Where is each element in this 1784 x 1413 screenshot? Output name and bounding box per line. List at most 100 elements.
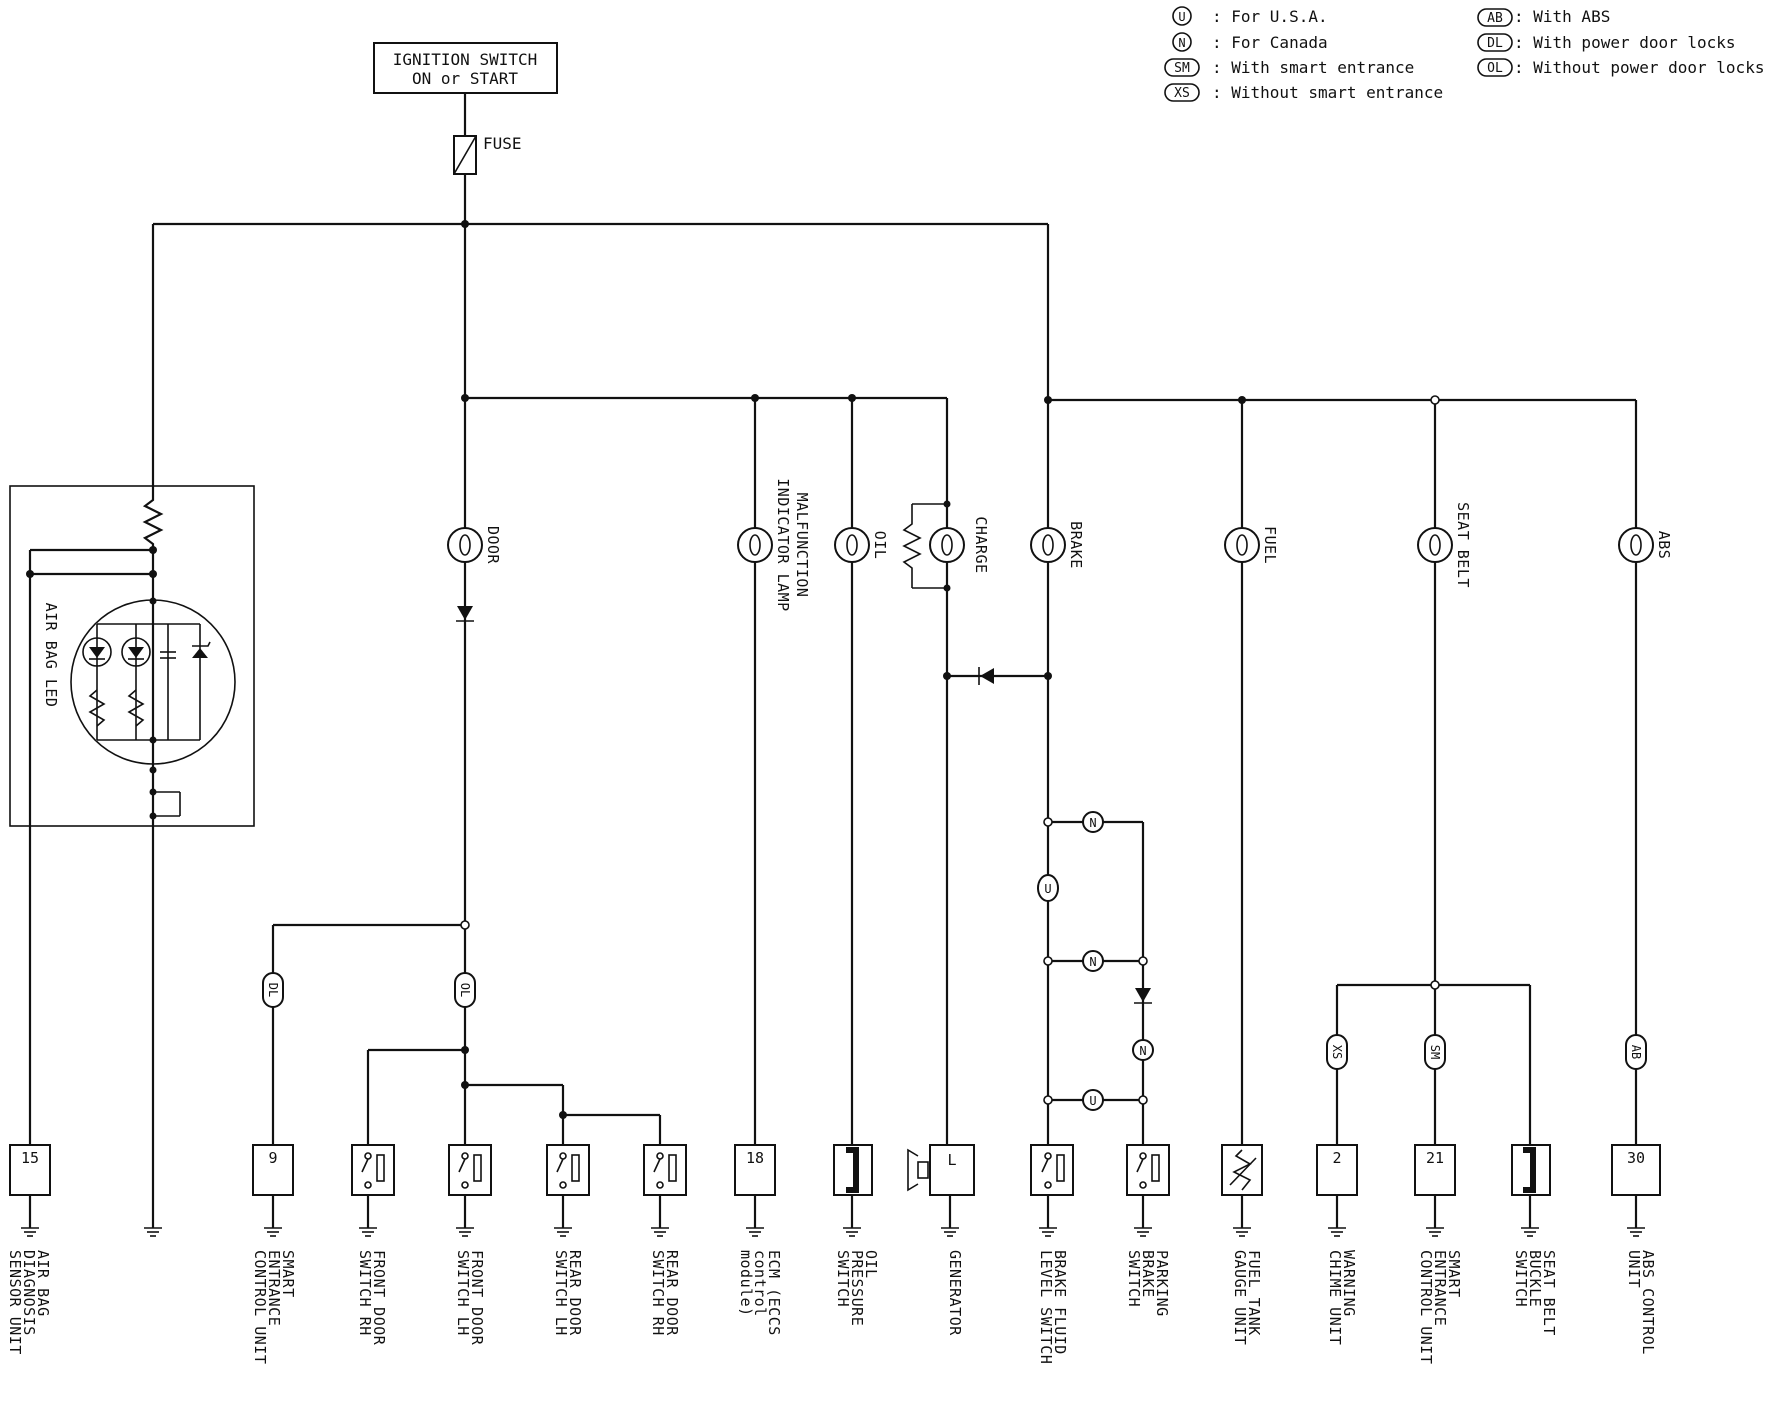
ground-icon bbox=[651, 1195, 669, 1237]
svg-text:INDICATOR LAMP: INDICATOR LAMP bbox=[774, 478, 792, 611]
lamp-oil: OIL bbox=[834, 527, 889, 563]
legend-item-ab: AB : With ABS bbox=[1477, 7, 1610, 27]
svg-text:FUEL: FUEL bbox=[1261, 526, 1279, 564]
svg-text:GENERATOR: GENERATOR bbox=[946, 1250, 964, 1336]
ignition-switch: IGNITION SWITCH ON or START bbox=[373, 42, 558, 94]
ground-symbols bbox=[21, 1195, 1645, 1237]
legend-item-u: U : For U.S.A. bbox=[1172, 6, 1328, 26]
legend: U : For U.S.A. N : For Canada SM : With … bbox=[1164, 6, 1764, 102]
airbag-led-label: AIR BAG LED bbox=[42, 603, 60, 708]
ground-icon bbox=[21, 1195, 39, 1237]
ground-icon bbox=[554, 1195, 572, 1237]
marker-sm: SM bbox=[1424, 1034, 1446, 1070]
svg-text:OIL: OIL bbox=[871, 531, 889, 560]
svg-text:MALFUNCTION: MALFUNCTION bbox=[793, 493, 811, 598]
svg-text:CONTROL UNIT: CONTROL UNIT bbox=[251, 1250, 269, 1364]
svg-text:CONTROL UNIT: CONTROL UNIT bbox=[1417, 1250, 1435, 1364]
ground-icon bbox=[1328, 1195, 1346, 1237]
svg-text:ENTRANCE: ENTRANCE bbox=[1431, 1250, 1449, 1326]
ground-icon bbox=[144, 1225, 162, 1237]
brake-fluid-level-switch bbox=[1030, 1144, 1074, 1196]
svg-text:SWITCH LH: SWITCH LH bbox=[454, 1250, 472, 1336]
ground-icon bbox=[1426, 1195, 1444, 1237]
ground-icon bbox=[1134, 1195, 1152, 1237]
svg-text:ON or START: ON or START bbox=[412, 69, 518, 88]
fuel-tank-gauge-unit bbox=[1221, 1144, 1263, 1196]
svg-text:U: U bbox=[1089, 1094, 1096, 1108]
legend-item-ol: OL : Without power door locks bbox=[1477, 58, 1764, 77]
svg-text:ABS CONTROL: ABS CONTROL bbox=[1639, 1250, 1657, 1355]
svg-text:: For U.S.A.: : For U.S.A. bbox=[1212, 7, 1328, 26]
parking-brake-switch bbox=[1126, 1144, 1170, 1196]
terminal-ecm: 18 bbox=[734, 1144, 776, 1196]
svg-text:: Without power door locks: : Without power door locks bbox=[1514, 58, 1764, 77]
svg-text:15: 15 bbox=[21, 1149, 39, 1167]
lamp-abs: ABS bbox=[1618, 527, 1673, 563]
airbag-led-module: AIR BAG LED bbox=[9, 485, 255, 827]
rear-door-switch-lh bbox=[546, 1144, 590, 1196]
svg-text:N: N bbox=[1089, 816, 1096, 830]
marker-u-brake: U bbox=[1037, 874, 1059, 902]
svg-text:21: 21 bbox=[1426, 1149, 1444, 1167]
svg-text:L: L bbox=[947, 1151, 956, 1169]
svg-text:SMART: SMART bbox=[1445, 1250, 1463, 1298]
svg-text:AB: AB bbox=[1487, 11, 1503, 26]
marker-u-bottom: U bbox=[1082, 1089, 1104, 1111]
lamp-seat-belt: SEAT BELT bbox=[1417, 502, 1472, 588]
seat-belt-buckle-switch bbox=[1511, 1144, 1551, 1196]
marker-n-top: N bbox=[1082, 811, 1104, 833]
svg-text:OIL: OIL bbox=[862, 1250, 880, 1279]
fuse: FUSE bbox=[453, 134, 522, 175]
oil-pressure-switch bbox=[833, 1144, 873, 1196]
svg-text:CHARGE: CHARGE bbox=[972, 516, 990, 573]
svg-text:N: N bbox=[1089, 955, 1096, 969]
label-airbag-1: AIR BAG bbox=[34, 1250, 52, 1317]
terminal-smart-entrance-2: 21 bbox=[1414, 1144, 1456, 1196]
ground-icon bbox=[456, 1195, 474, 1237]
lamp-charge: CHARGE bbox=[902, 500, 990, 592]
component-labels: AIR BAG DIAGNOSIS SENSOR UNIT SMART ENTR… bbox=[6, 1250, 1657, 1364]
svg-text:AB: AB bbox=[1629, 1045, 1643, 1059]
ground-icon bbox=[843, 1195, 861, 1237]
front-door-switch-lh bbox=[448, 1144, 492, 1196]
svg-text:XS: XS bbox=[1174, 86, 1190, 101]
svg-text:: With ABS: : With ABS bbox=[1514, 7, 1610, 26]
lamp-malfunction: INDICATOR LAMP MALFUNCTION bbox=[737, 478, 811, 612]
svg-text:GAUGE UNIT: GAUGE UNIT bbox=[1231, 1250, 1249, 1345]
svg-text:U: U bbox=[1178, 10, 1185, 24]
legend-item-xs: XS : Without smart entrance bbox=[1164, 83, 1443, 102]
svg-text:XS: XS bbox=[1330, 1045, 1344, 1059]
svg-text:: Without smart entrance: : Without smart entrance bbox=[1212, 83, 1443, 102]
svg-text:BRAKE FLUID: BRAKE FLUID bbox=[1051, 1250, 1069, 1355]
svg-text:OL: OL bbox=[1487, 61, 1503, 76]
svg-text:SMART: SMART bbox=[279, 1250, 297, 1298]
svg-text:PRESSURE: PRESSURE bbox=[848, 1250, 866, 1326]
marker-dl: DL bbox=[262, 972, 284, 1008]
label-airbag-2: DIAGNOSIS bbox=[20, 1250, 38, 1336]
svg-text:SM: SM bbox=[1174, 61, 1190, 76]
svg-text:: With power door locks: : With power door locks bbox=[1514, 33, 1736, 52]
svg-text:UNIT: UNIT bbox=[1625, 1250, 1643, 1288]
generator: L bbox=[907, 1144, 975, 1196]
svg-text:SEAT BELT: SEAT BELT bbox=[1540, 1250, 1558, 1336]
svg-text:SWITCH: SWITCH bbox=[1125, 1250, 1143, 1307]
svg-text:IGNITION SWITCH: IGNITION SWITCH bbox=[393, 50, 538, 69]
marker-ab: AB bbox=[1625, 1034, 1647, 1070]
svg-text:U: U bbox=[1044, 882, 1051, 896]
svg-text:REAR DOOR: REAR DOOR bbox=[663, 1250, 681, 1336]
svg-text:FRONT DOOR: FRONT DOOR bbox=[370, 1250, 388, 1346]
svg-text:WARNING: WARNING bbox=[1340, 1250, 1358, 1317]
svg-text:control: control bbox=[751, 1250, 769, 1317]
ground-icon bbox=[359, 1195, 377, 1237]
svg-text:BRAKE: BRAKE bbox=[1139, 1250, 1157, 1298]
svg-text:SWITCH: SWITCH bbox=[1512, 1250, 1530, 1307]
svg-text:DOOR: DOOR bbox=[484, 526, 502, 565]
legend-item-sm: SM : With smart entrance bbox=[1164, 58, 1414, 77]
ground-icon bbox=[941, 1195, 959, 1237]
ground-icon bbox=[1039, 1195, 1057, 1237]
svg-text:ECM (ECCS: ECM (ECCS bbox=[765, 1250, 783, 1336]
svg-text:FUEL TANK: FUEL TANK bbox=[1245, 1250, 1263, 1336]
marker-xs: XS bbox=[1326, 1034, 1348, 1070]
svg-text:SWITCH RH: SWITCH RH bbox=[356, 1250, 374, 1336]
